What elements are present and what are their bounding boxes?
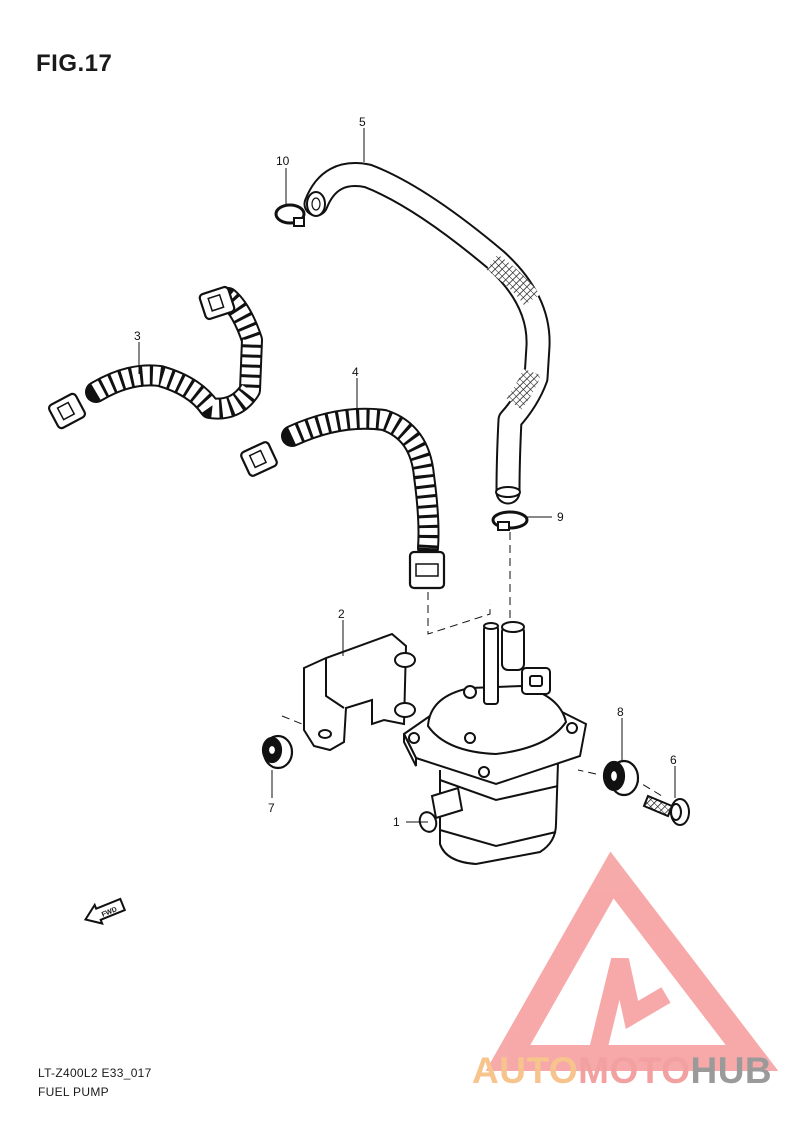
wire-harness-4[interactable] xyxy=(240,407,446,590)
watermark-auto: AUTO xyxy=(472,1050,579,1091)
callout-8: 8 xyxy=(617,705,624,719)
callout-9: 9 xyxy=(557,510,564,524)
watermark-logo-triangle xyxy=(485,851,779,1071)
bolt-6[interactable] xyxy=(642,794,690,826)
watermark-moto: MOTO xyxy=(578,1050,691,1091)
callout-3: 3 xyxy=(134,329,141,343)
footer: LT-Z400L2 E33_017 FUEL PUMP xyxy=(38,1064,152,1102)
connector-icon xyxy=(47,392,87,430)
hose-clamp-9[interactable] xyxy=(491,510,529,531)
watermark-wordmark: AUTOMOTOHUB xyxy=(472,1050,772,1092)
forward-arrow-icon: FWD xyxy=(83,897,127,925)
bracket-2[interactable] xyxy=(303,632,416,752)
grommet-7[interactable] xyxy=(261,734,294,770)
wire-harness-3[interactable] xyxy=(47,285,263,430)
connector-icon xyxy=(408,550,446,590)
connector-icon xyxy=(240,441,278,477)
grommet-8[interactable] xyxy=(602,759,640,797)
fuel-hose[interactable] xyxy=(303,162,551,505)
figure-title: FIG.17 xyxy=(36,50,113,77)
connector-icon xyxy=(198,285,236,321)
hose-clamp-10[interactable] xyxy=(274,203,306,227)
callout-5: 5 xyxy=(359,115,366,129)
watermark-hub: HUB xyxy=(690,1050,773,1091)
callout-labels: 1 2 3 4 5 6 7 8 9 10 xyxy=(134,115,677,829)
callout-7: 7 xyxy=(268,801,275,815)
callout-10: 10 xyxy=(276,154,290,168)
model-code: LT-Z400L2 E33_017 xyxy=(38,1066,152,1080)
callout-leader-lines xyxy=(138,128,676,823)
callout-2: 2 xyxy=(338,607,345,621)
callout-1: 1 xyxy=(393,815,400,829)
callout-6: 6 xyxy=(670,753,677,767)
fuel-pump-1[interactable] xyxy=(402,621,588,866)
callout-4: 4 xyxy=(352,365,359,379)
section-name: FUEL PUMP xyxy=(38,1085,109,1099)
